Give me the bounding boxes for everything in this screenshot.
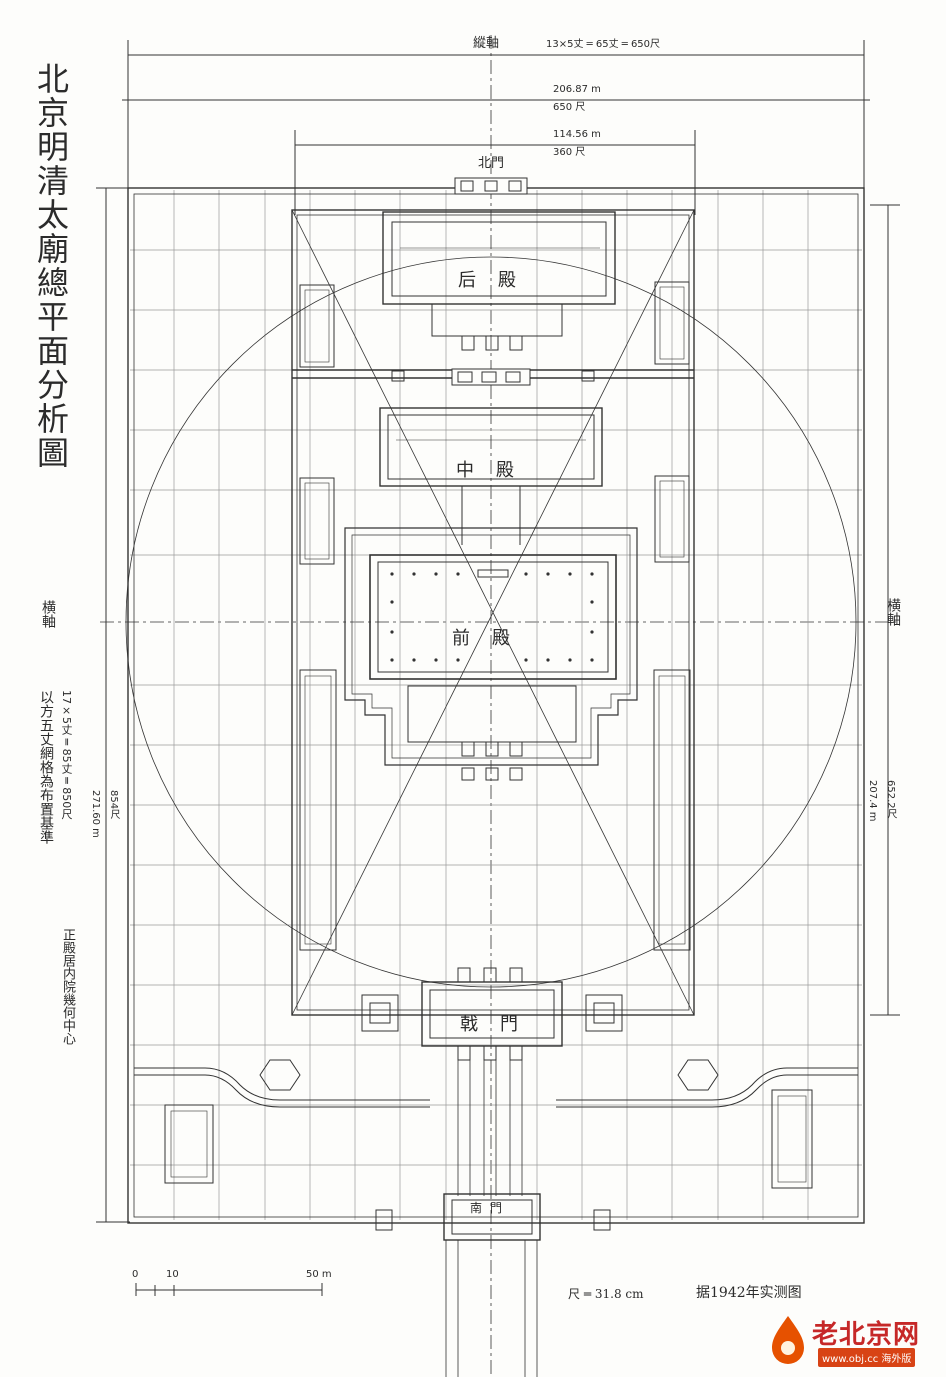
north-gate-label: 北門 [478,156,505,171]
middle-hall-plan [379,407,603,545]
south-gate-label: 南門 [470,1201,511,1215]
analysis-geometry [125,209,857,1016]
left-dimension-m: 271.60 m [90,790,101,838]
horizontal-axis-label-right: 横軸 [885,598,901,626]
rear-hall-label: 后殿 [458,270,538,291]
grid [130,190,862,1220]
left-note-calc: 17×5丈 ═ 85丈 ═ 850尺 [60,690,73,820]
right-dimension-m: 207.4 m [867,780,878,822]
unit-note: 尺 ═ 31.8 cm [568,1287,644,1301]
left-dimension-lines [96,187,130,1223]
vertical-axis-label: 縱軸 [473,36,500,51]
south-gate-plan [375,1193,611,1241]
top-dimension-lines [122,35,870,1377]
top-dimension-middle-ft: 650 尺 [553,102,586,113]
top-dimension-outer: 13×5丈 ═ 65丈 ═ 650尺 [546,39,661,50]
logo-title: 老北京网 [812,1320,921,1350]
bridges [445,1060,538,1377]
halberd-gate-label: 戟門 [460,1014,540,1035]
scale-ten: 10 [166,1269,179,1280]
watermark-logo: 老北京网 www.obj.cc 海外版 [768,1310,928,1370]
plan-title: 北京明清太廟總平面分析圖 [32,62,70,470]
right-dimension-lines [100,204,900,1016]
top-dimension-inner-m: 114.56 m [553,129,601,140]
south-area [134,1059,858,1189]
middle-hall-label: 中殿 [456,460,536,481]
front-hall-plan [344,527,638,781]
front-hall-label: 前殿 [452,628,532,649]
rear-hall-plan [382,211,616,351]
left-note-center: 正殿居内院幾何中心 [60,928,75,1045]
side-halls [299,281,691,951]
right-dimension-ft: 652.2尺 [885,780,896,819]
logo-subtitle: www.obj.cc 海外版 [818,1348,916,1367]
north-gate-plan [454,177,528,195]
logo-icon [772,1316,804,1364]
inner-courtyard-wall [291,209,695,1016]
halberd-gate-plan [361,967,623,1061]
top-dimension-inner-ft: 360 尺 [553,147,586,158]
left-dimension-ft: 854尺 [108,790,119,820]
scale-zero: 0 [132,1269,139,1280]
scale-fifty: 50 m [306,1269,332,1280]
top-dimension-middle-m: 206.87 m [553,84,601,95]
horizontal-axis-label-left: 横軸 [40,600,56,628]
front-hall-columns [390,572,594,662]
left-note-grid: 以方五丈網格為布置基準 [38,690,54,844]
courtyard-gates [391,368,595,386]
scale-bar [135,1283,323,1296]
source-note: 据1942年实测图 [696,1285,802,1301]
